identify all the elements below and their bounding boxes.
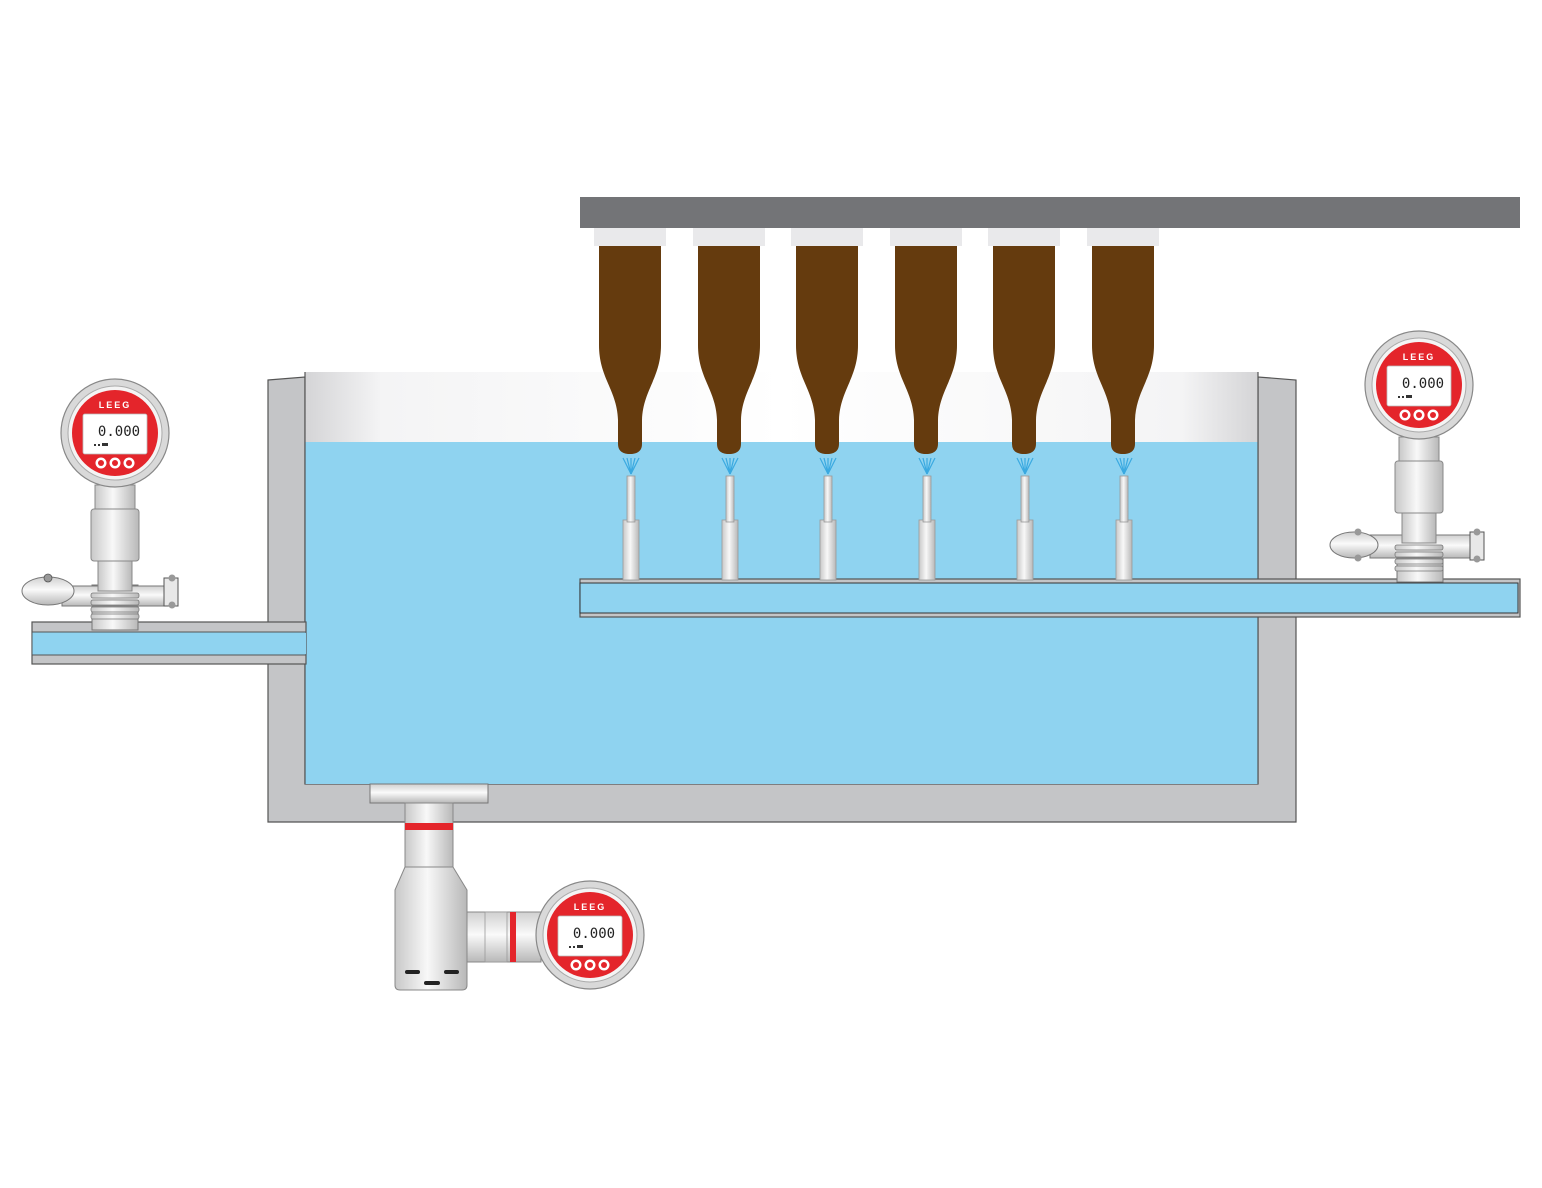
bottle bbox=[791, 228, 863, 454]
bottle-body bbox=[599, 246, 661, 454]
drain-fitting bbox=[369, 783, 542, 991]
bottle-body bbox=[796, 246, 858, 454]
spray-nozzle bbox=[918, 457, 936, 581]
nozzle-tip bbox=[823, 475, 833, 523]
gauge-button-icon bbox=[598, 959, 610, 971]
gauge-reading: 0.000 bbox=[98, 424, 140, 440]
gauge-stem bbox=[1394, 436, 1444, 572]
bottle-holder bbox=[693, 228, 765, 246]
gauge-button-icon bbox=[1413, 409, 1425, 421]
spray-nozzle bbox=[622, 457, 640, 581]
gauge-brand-label: LEEG bbox=[574, 902, 607, 912]
water-spray bbox=[1115, 457, 1133, 475]
pressure-gauge-left: LEEG 0.000 bbox=[60, 378, 170, 620]
spray-nozzles bbox=[622, 457, 1133, 581]
spray-nozzle bbox=[721, 457, 739, 581]
nozzle-tip bbox=[922, 475, 932, 523]
bottles bbox=[594, 228, 1159, 454]
nozzle-body bbox=[1115, 519, 1133, 581]
bottle-carrier-rail bbox=[580, 197, 1520, 228]
bottle-body bbox=[993, 246, 1055, 454]
bottle-body bbox=[895, 246, 957, 454]
nozzle-body bbox=[819, 519, 837, 581]
water-spray bbox=[1016, 457, 1034, 475]
gauge-button-icon bbox=[584, 959, 596, 971]
bottle-holder bbox=[791, 228, 863, 246]
drain-red-band bbox=[405, 823, 453, 830]
pressure-gauge-bottom: LEEG 0.000 bbox=[535, 880, 645, 990]
water-spray bbox=[622, 457, 640, 475]
gauge-reading: 0.000 bbox=[1402, 376, 1444, 392]
nozzle-tip bbox=[1119, 475, 1129, 523]
spray-nozzle bbox=[1115, 457, 1133, 581]
water-spray bbox=[721, 457, 739, 475]
gauge-button-icon bbox=[1399, 409, 1411, 421]
bottle bbox=[1087, 228, 1159, 454]
bottle bbox=[890, 228, 962, 454]
bottle bbox=[693, 228, 765, 454]
bottle-body bbox=[1092, 246, 1154, 454]
bottle bbox=[988, 228, 1060, 454]
nozzle-tip bbox=[626, 475, 636, 523]
tank-inner-wall bbox=[305, 372, 1258, 444]
spray-manifold-pipe bbox=[579, 578, 1521, 618]
water-spray bbox=[918, 457, 936, 475]
gauge-button-icon bbox=[123, 457, 135, 469]
bottle-holder bbox=[890, 228, 962, 246]
inlet-pipe bbox=[31, 621, 307, 665]
bottle-holder bbox=[988, 228, 1060, 246]
gauge-brand-label: LEEG bbox=[1403, 352, 1436, 362]
nozzle-tip bbox=[725, 475, 735, 523]
nozzle-body bbox=[918, 519, 936, 581]
gauge-button-icon bbox=[1427, 409, 1439, 421]
nozzle-body bbox=[721, 519, 739, 581]
gauge-button-icon bbox=[95, 457, 107, 469]
nozzle-tip bbox=[1020, 475, 1030, 523]
bottle-holder bbox=[594, 228, 666, 246]
gauge-stem bbox=[90, 484, 140, 620]
gauge-reading: 0.000 bbox=[573, 926, 615, 942]
spray-nozzle bbox=[819, 457, 837, 581]
water-spray bbox=[819, 457, 837, 475]
gauge-button-icon bbox=[109, 457, 121, 469]
bottle bbox=[594, 228, 666, 454]
spray-nozzle bbox=[1016, 457, 1034, 581]
side-red-band bbox=[510, 912, 516, 962]
nozzle-body bbox=[622, 519, 640, 581]
nozzle-body bbox=[1016, 519, 1034, 581]
bottle-holder bbox=[1087, 228, 1159, 246]
bottle-body bbox=[698, 246, 760, 454]
gauge-button-icon bbox=[570, 959, 582, 971]
pressure-gauge-right: LEEG 0.000 bbox=[1364, 330, 1474, 572]
gauge-brand-label: LEEG bbox=[99, 400, 132, 410]
